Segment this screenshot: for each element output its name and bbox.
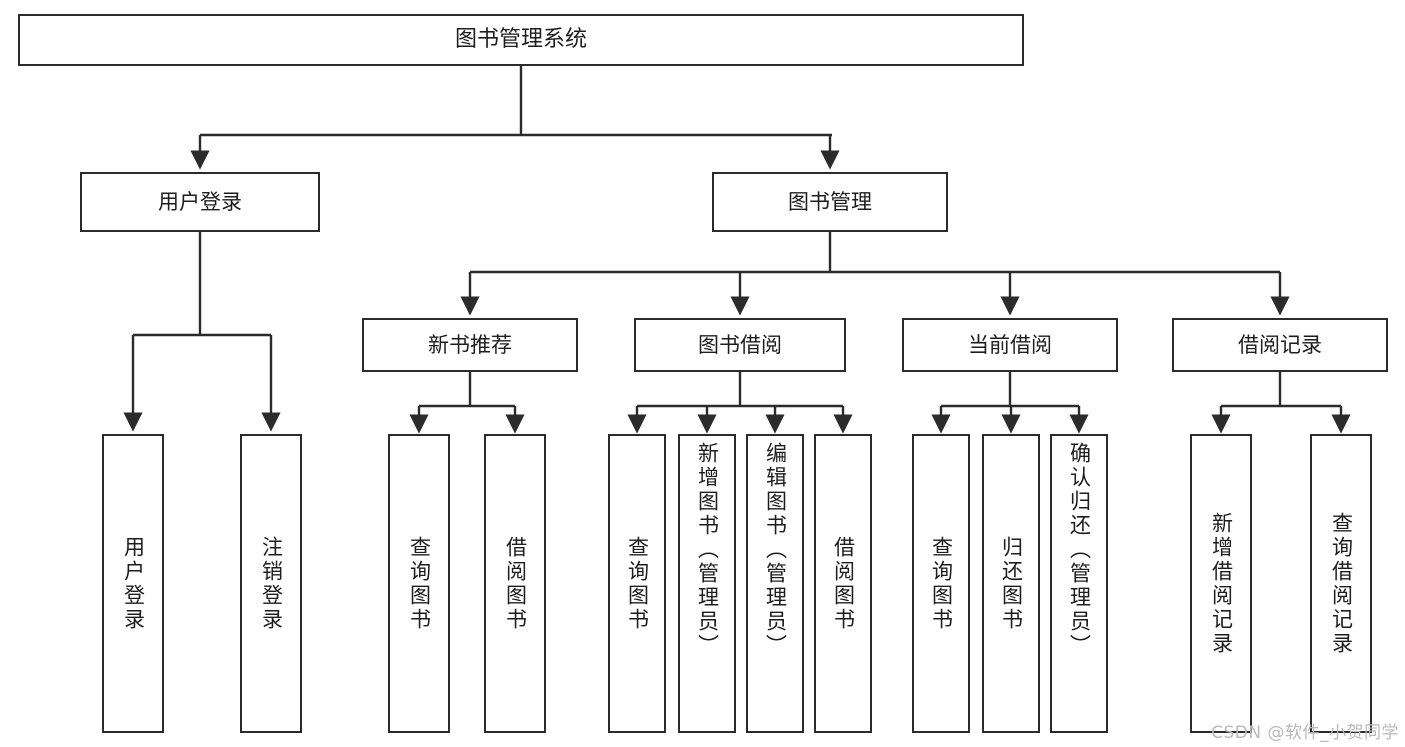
node-leaf[interactable]: 借阅图书	[814, 434, 872, 733]
node-level2-label: 用户登录	[158, 189, 242, 214]
node-leaf-label: 查询图书	[929, 535, 954, 632]
node-leaf-label: 编辑图书（管理员）	[763, 442, 788, 658]
node-leaf[interactable]: 新增借阅记录	[1190, 434, 1252, 733]
node-level2-label: 图书管理	[788, 189, 872, 214]
node-level3[interactable]: 借阅记录	[1172, 318, 1388, 372]
node-leaf[interactable]: 借阅图书	[484, 434, 546, 733]
node-leaf[interactable]: 归还图书	[982, 434, 1040, 733]
node-leaf[interactable]: 查询借阅记录	[1310, 434, 1372, 733]
node-root[interactable]: 图书管理系统	[18, 14, 1024, 66]
node-leaf-label: 新增借阅记录	[1209, 511, 1234, 656]
node-level3-label: 借阅记录	[1238, 332, 1322, 357]
node-leaf-label: 确认归还（管理员）	[1067, 442, 1092, 658]
node-leaf-label: 查询借阅记录	[1329, 511, 1354, 656]
node-leaf-label: 借阅图书	[503, 535, 528, 632]
node-leaf[interactable]: 查询图书	[388, 434, 450, 733]
node-root-label: 图书管理系统	[454, 27, 587, 53]
node-level3[interactable]: 当前借阅	[902, 318, 1118, 372]
node-leaf[interactable]: 新增图书（管理员）	[678, 434, 736, 733]
node-leaf[interactable]: 注销登录	[240, 434, 302, 733]
node-level3-label: 当前借阅	[968, 332, 1052, 357]
node-level3-label: 新书推荐	[428, 332, 512, 357]
node-leaf-label: 查询图书	[407, 535, 432, 632]
node-leaf[interactable]: 查询图书	[608, 434, 666, 733]
watermark: CSDN @软件_小贺同学	[1211, 723, 1399, 743]
node-level3-label: 图书借阅	[698, 332, 782, 357]
node-leaf-label: 注销登录	[259, 535, 284, 632]
node-level2[interactable]: 用户登录	[80, 172, 320, 232]
node-leaf[interactable]: 确认归还（管理员）	[1050, 434, 1108, 733]
node-leaf[interactable]: 查询图书	[912, 434, 970, 733]
node-leaf-label: 用户登录	[121, 535, 146, 632]
node-leaf-label: 归还图书	[999, 535, 1024, 632]
node-leaf[interactable]: 编辑图书（管理员）	[746, 434, 804, 733]
node-leaf-label: 新增图书（管理员）	[695, 442, 720, 658]
node-level2[interactable]: 图书管理	[712, 172, 948, 232]
node-leaf-label: 借阅图书	[831, 535, 856, 632]
node-leaf-label: 查询图书	[625, 535, 650, 632]
node-leaf[interactable]: 用户登录	[102, 434, 164, 733]
node-level3[interactable]: 新书推荐	[362, 318, 578, 372]
node-level3[interactable]: 图书借阅	[634, 318, 846, 372]
